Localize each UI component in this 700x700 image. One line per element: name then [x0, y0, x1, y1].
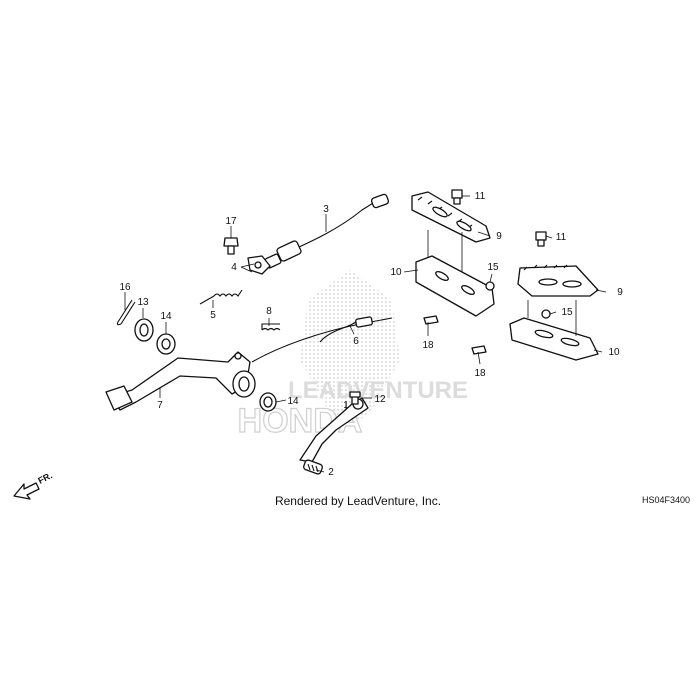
callout-3: 3: [323, 204, 329, 215]
front-direction-marker: FR.: [13, 470, 54, 500]
part-8-switch-spring: [261, 323, 281, 331]
callout-9-upper: 9: [496, 231, 502, 242]
part-15-nut-lower: [541, 309, 551, 319]
callout-10-lower: 10: [608, 347, 620, 358]
callout-12: 12: [374, 394, 386, 405]
callout-11-lower: 11: [556, 232, 567, 243]
callout-11-upper: 11: [475, 191, 486, 202]
part-3-cable: [264, 193, 390, 269]
part-10-bracket-lower: [509, 317, 599, 361]
callout-2: 2: [328, 467, 334, 478]
part-6-brake-cable: [251, 316, 393, 363]
callout-9-lower: 9: [617, 287, 623, 298]
callout-labels: 3 4 17 5 16 13 14 8 6 7 14 1 2 12 11 9 1…: [119, 191, 623, 478]
part-9-footpeg-upper: [411, 191, 491, 243]
part-11-bolt-lower: [535, 231, 547, 247]
part-4-bracket: [247, 255, 271, 275]
callout-15-lower: 15: [561, 307, 573, 318]
watermark: LEADVENTURE HONDA: [237, 270, 468, 441]
part-17-bolt: [223, 237, 239, 255]
callout-17: 17: [225, 216, 237, 227]
front-arrow-icon: [13, 482, 40, 500]
part-11-bolt-upper: [451, 189, 463, 205]
callout-18-lower: 18: [474, 368, 486, 379]
render-caption: Rendered by LeadVenture, Inc.: [275, 494, 441, 508]
callout-6: 6: [353, 336, 359, 347]
callout-14-right: 14: [287, 396, 299, 407]
callout-5: 5: [210, 310, 216, 321]
leader-lines: [124, 195, 607, 473]
callout-16: 16: [119, 282, 131, 293]
part-16-cotter-pin: [116, 299, 136, 326]
callout-1: 1: [343, 400, 349, 411]
part-7-brake-pedal: [105, 351, 256, 411]
part-15-nut-upper: [485, 281, 495, 291]
part-13-washer: [134, 318, 154, 342]
part-10-bracket-upper: [415, 255, 495, 317]
callout-8: 8: [266, 306, 272, 317]
callout-15-upper: 15: [487, 262, 499, 273]
callout-18-upper: 18: [422, 340, 434, 351]
diagram-code: HS04F3400: [642, 495, 690, 505]
part-5-spring: [199, 289, 243, 305]
callout-4: 4: [231, 262, 237, 273]
front-label: FR.: [36, 470, 53, 485]
part-14-seal-left: [156, 333, 176, 355]
part-18-bolt-upper: [423, 315, 439, 325]
callout-10-upper: 10: [390, 267, 402, 278]
part-9-footpeg-lower: [517, 264, 599, 297]
callout-13: 13: [137, 297, 149, 308]
watermark-tagline: LEADVENTURE: [288, 377, 468, 404]
watermark-wing-logo: [300, 270, 400, 428]
callout-7: 7: [157, 400, 163, 411]
part-14-seal-right: [259, 392, 277, 412]
part-12-bolt: [349, 391, 361, 405]
part-18-bolt-lower: [471, 345, 487, 355]
part-2-pedal-rubber: [303, 459, 323, 475]
callout-14-left: 14: [160, 311, 172, 322]
